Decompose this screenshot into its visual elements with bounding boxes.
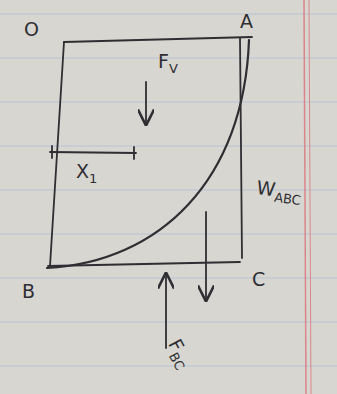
dimension-tick xyxy=(51,146,53,158)
force-arrow xyxy=(145,82,147,124)
sketch-label: X1 xyxy=(76,162,97,181)
sketch-label: O xyxy=(24,20,39,39)
force-arrow xyxy=(165,274,167,348)
force-arrow xyxy=(205,212,207,300)
sketch-label: A xyxy=(240,12,253,31)
dimension-line xyxy=(50,152,136,153)
sketch-label: WABC xyxy=(255,178,303,203)
sketch-label: FV xyxy=(158,52,178,71)
top-edge xyxy=(64,37,252,42)
sketch-label: B xyxy=(22,282,35,301)
curved-surface xyxy=(47,40,249,268)
left-edge xyxy=(50,42,64,266)
right-edge xyxy=(240,38,242,258)
sketch-label: C xyxy=(252,270,265,289)
paper-rules xyxy=(0,14,337,366)
dimension-tick xyxy=(133,147,135,159)
margin-line xyxy=(309,0,311,394)
sketch-label: FBC xyxy=(165,336,195,370)
margin-line xyxy=(304,0,306,394)
